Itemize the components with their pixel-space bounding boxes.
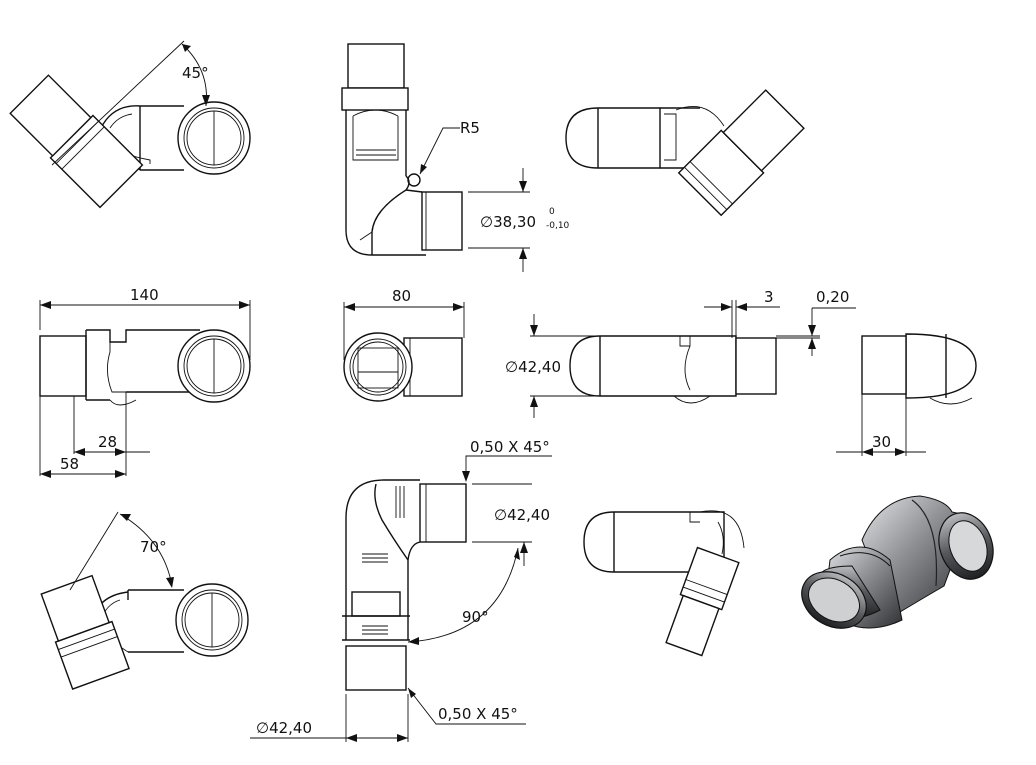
- dia-38-30-label: ∅38,30: [480, 213, 536, 231]
- chamfer-top-label: 0,50 X 45°: [470, 438, 550, 456]
- chamfer-bottom-label: 0,50 X 45°: [438, 705, 518, 723]
- length-3-label: 3: [764, 288, 774, 306]
- length-30-label: 30: [872, 433, 891, 451]
- length-140-label: 140: [130, 286, 159, 304]
- dia-42-40-bottom-label: ∅42,40: [256, 719, 312, 737]
- length-0-20-label: 0,20: [816, 288, 849, 306]
- view-isometric-3d: [801, 495, 994, 629]
- length-58-label: 58: [60, 455, 79, 473]
- angle-45-label: 45°: [182, 64, 209, 82]
- view-rotated-45: [9, 40, 251, 209]
- angle-70-label: 70°: [140, 538, 167, 556]
- view-elbow-bottom: [250, 455, 552, 742]
- view-rotated-70: [40, 511, 249, 690]
- radius-r5-label: R5: [460, 119, 480, 137]
- view-right-side: [836, 333, 977, 456]
- length-28-label: 28: [98, 433, 117, 451]
- tolerance-lower: -0,10: [546, 221, 570, 231]
- length-80-label: 80: [392, 287, 411, 305]
- view-side-80: [343, 302, 465, 402]
- view-dome-top-right: [565, 89, 805, 217]
- view-dome-middle: [530, 300, 856, 418]
- view-dome-bottom: [583, 510, 745, 657]
- dia-42-40-mid-label: ∅42,40: [505, 358, 561, 376]
- view-elbow-top: [341, 43, 530, 272]
- angle-90-label: 90°: [462, 608, 489, 626]
- view-front: [39, 300, 251, 478]
- dia-42-40-right-label: ∅42,40: [494, 506, 550, 524]
- tolerance-upper: 0: [549, 207, 555, 217]
